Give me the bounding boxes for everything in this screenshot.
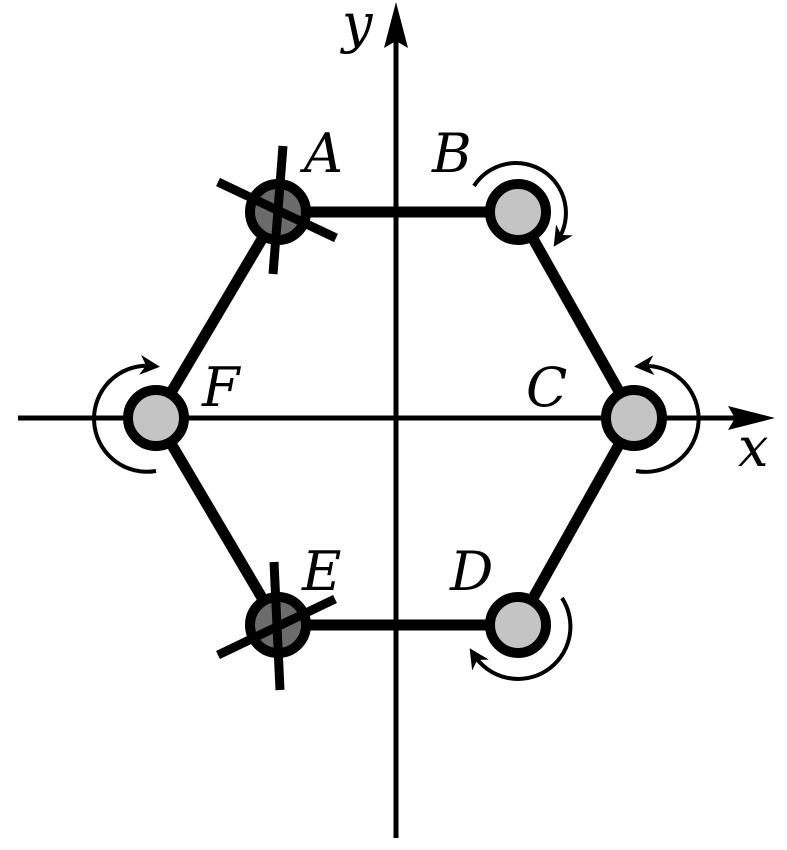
node-c: [601, 385, 667, 451]
node-f: [123, 385, 189, 451]
y-axis-arrow-icon: [384, 2, 408, 48]
rotation-arrow-f-icon: [92, 354, 160, 474]
rotation-arrow-c-icon: [634, 355, 701, 474]
node-label-c: C: [526, 356, 567, 419]
node-a: [216, 145, 338, 275]
node-label-a: A: [299, 122, 343, 185]
node-b: [485, 179, 551, 245]
node-e: [216, 561, 337, 691]
node-label-f: F: [201, 356, 242, 419]
node-d: [485, 592, 551, 658]
node-label-d: D: [449, 540, 493, 603]
x-axis-label: x: [738, 416, 768, 479]
rotation-arrow-b-icon: [472, 161, 573, 247]
x-axis-arrow-icon: [728, 406, 775, 430]
node-label-b: B: [431, 122, 472, 185]
node-label-e: E: [301, 540, 341, 603]
rotation-arrow-d-icon: [469, 596, 573, 681]
y-axis-label: y: [340, 0, 374, 55]
